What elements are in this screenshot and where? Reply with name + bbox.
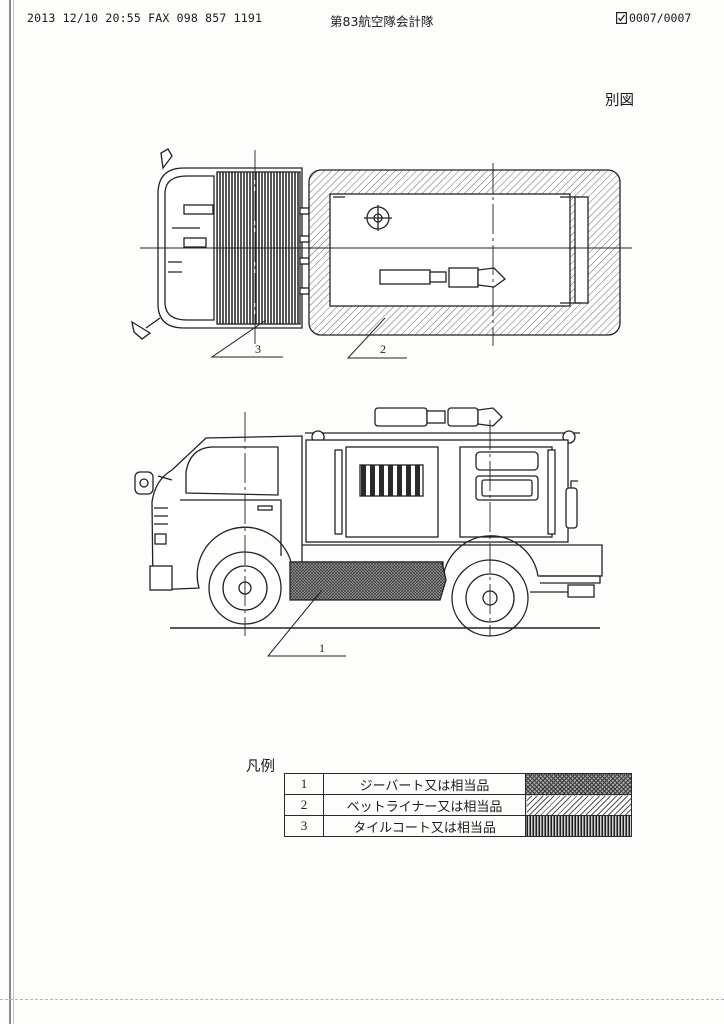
cab-side-window <box>185 446 279 496</box>
side-mirror <box>134 471 173 495</box>
fire-extinguisher <box>565 480 578 529</box>
right-door-window-inner <box>481 479 533 497</box>
cab-top-seat <box>183 237 207 248</box>
right-door-window-upper <box>475 451 539 471</box>
callout-leader-3 <box>210 319 283 358</box>
cargo-box-interior <box>329 193 571 307</box>
legend-table: 1 ジーバート又は相当品 2 ベットライナー又は相当品 3 タイルコート又は相当… <box>284 773 632 837</box>
legend-swatch-diagonal <box>525 794 632 816</box>
right-door-window-lower <box>475 475 539 501</box>
cab-side-door <box>180 499 282 556</box>
legend-row: 1 ジーバート又は相当品 <box>284 773 632 795</box>
mirror-bottom-left <box>131 317 161 340</box>
cab-top-seat <box>183 204 214 215</box>
ventilation-louvers <box>359 464 424 497</box>
cargo-box-rear-frame <box>574 196 589 304</box>
legend-title: 凡例 <box>246 759 275 775</box>
mirror-top-left <box>160 148 173 170</box>
exhaust <box>530 584 595 598</box>
cab-top-windshield <box>164 175 215 321</box>
legend-row-text: ベットライナー又は相当品 <box>323 794 526 816</box>
legend-row-text: タイルコート又は相当品 <box>323 815 526 837</box>
legend-swatch-crosshatch <box>525 773 632 795</box>
side-view <box>134 407 603 657</box>
body-box <box>305 439 569 543</box>
callout-label-3: 3 <box>255 342 261 356</box>
headlight <box>154 533 167 545</box>
top-view <box>131 148 632 359</box>
rear-step <box>540 575 601 584</box>
legend-row: 3 タイルコート又は相当品 <box>284 815 632 837</box>
legend-row-number: 1 <box>284 773 324 795</box>
pump-unit-side <box>374 407 503 427</box>
front-bumper <box>149 565 173 591</box>
fax-scan-edge-secondary <box>13 0 14 1024</box>
cab-top-details <box>168 227 200 273</box>
callout-leader-2 <box>346 317 407 359</box>
hose-reel-top <box>364 205 392 231</box>
callout-label-1: 1 <box>319 641 325 655</box>
left-door-hinge-bar <box>334 449 343 535</box>
legend-row-number: 3 <box>284 815 324 837</box>
undercoat-area <box>289 561 447 601</box>
fax-header-info: 2013 12/10 20:55 FAX 098 857 1191 <box>27 11 263 25</box>
left-compartment-door <box>345 446 439 538</box>
legend-row-number: 2 <box>284 794 324 816</box>
fax-scan-edge <box>9 0 11 1024</box>
legend-row-text: ジーバート又は相当品 <box>323 773 526 795</box>
pump-unit-top <box>379 267 506 288</box>
door-handle <box>257 505 273 511</box>
fax-sender: 第83航空隊会計隊 <box>330 14 434 29</box>
callout-leader-1 <box>266 589 346 657</box>
callout-label-2: 2 <box>380 342 386 356</box>
chassis-frame <box>302 535 603 579</box>
fax-page-icon <box>616 12 627 24</box>
front-grille <box>154 507 168 525</box>
figure-label: 別図 <box>605 93 634 109</box>
fax-page-number: 0007/0007 <box>629 11 692 25</box>
right-door-hinge-bar <box>547 449 556 535</box>
legend-swatch-vertical <box>525 815 632 837</box>
cargo-box-corner-brackets <box>333 196 580 304</box>
fax-scan-bottom-edge <box>0 999 724 1000</box>
legend-row: 2 ベットライナー又は相当品 <box>284 794 632 816</box>
